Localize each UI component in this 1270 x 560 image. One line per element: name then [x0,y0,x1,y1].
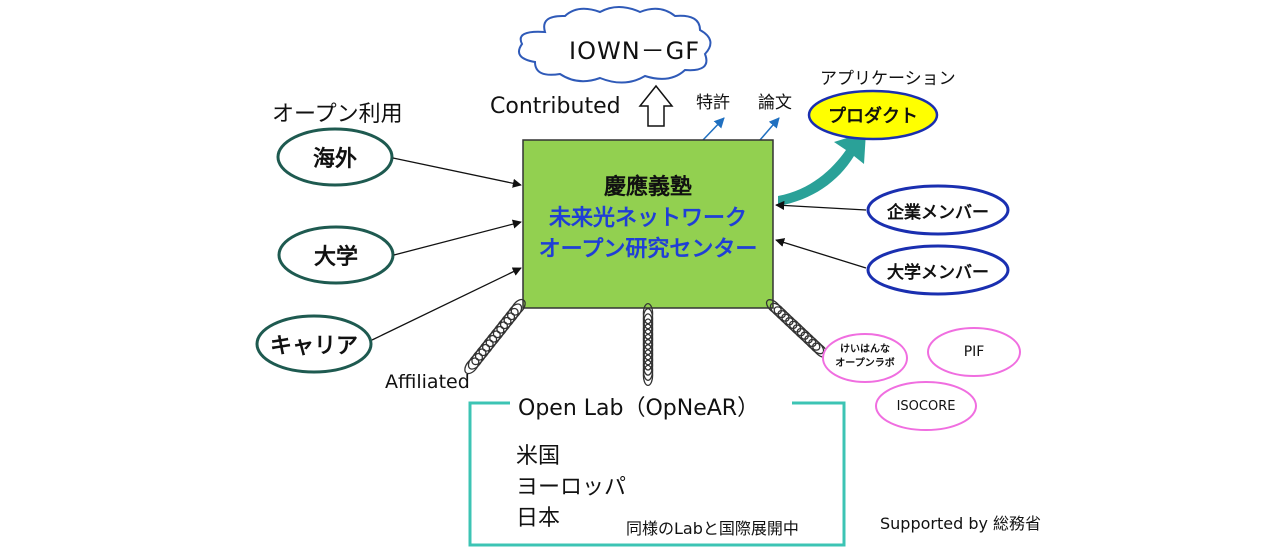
university-member-label: 大学メンバー [887,262,989,283]
paper-arrow [759,117,780,141]
contributed-arrow [638,84,674,127]
affiliated-label: Affiliated [385,371,470,393]
spring-right [765,299,829,358]
keihanna-label-line2: オープンラボ [835,358,895,369]
corporate-member-arrow [775,200,867,211]
spring-left [464,298,526,375]
spring-coil [773,306,790,322]
open-lab-title: Open Lab（OpNeAR） [518,396,760,421]
spring-coil [781,313,798,330]
product-label: プロダクト [828,106,918,127]
center-line2: 未来光ネットワーク [548,206,747,231]
spring-coil [796,327,813,344]
application-caption: アプリケーション [820,69,956,89]
open-lab-note: 同様のLabと国際展開中 [626,519,799,538]
spring-coil [478,339,494,357]
spring-coil [496,316,512,334]
contributed-label: Contributed [490,94,621,119]
patent-label: 特許 [696,93,730,113]
open-use-caption: オープン利用 [272,102,403,127]
spring-coil [471,348,487,366]
spring-coil [499,312,516,330]
region-japan: 日本 [516,506,561,531]
pif-oval [927,327,1021,377]
supported-label: Supported by 総務省 [880,514,1042,533]
university-label: 大学 [313,245,358,270]
region-europe: ヨーロッパ [516,475,627,500]
spring-coil [785,317,802,333]
keihanna-oval [822,333,908,383]
keihanna-label: けいはんな オープンラボ [823,343,907,371]
university-member-oval [866,244,1010,296]
spring-coil [507,303,523,321]
center-line3: オープン研究センター [538,237,758,262]
spring-coil [510,298,526,316]
isocore-oval [875,381,977,431]
spring-coil [765,299,782,315]
paper-label: 論文 [758,93,792,113]
spring-coil [777,309,794,326]
center-line1: 慶應義塾 [603,175,692,200]
cloud-label: IOWN－GF [569,37,701,65]
center-box [522,139,774,309]
spring-coil [485,330,501,348]
university-oval [277,225,395,285]
spring-coil [792,324,809,340]
open-lab-box [468,401,846,547]
open-lab-regions: 米国 ヨーロッパ 日本 [516,441,626,534]
spring-coil [769,302,786,319]
spring-coil [482,334,498,352]
center-title: 慶應義塾 未来光ネットワーク オープン研究センター [523,172,773,265]
region-us: 米国 [516,444,561,469]
carrier-oval [255,314,373,374]
spring-coil [474,343,491,361]
spring-coil [808,338,825,355]
isocore-label: ISOCORE [896,398,956,414]
spring-coil [789,320,805,337]
pif-label: PIF [963,344,985,360]
spring-coil [804,335,821,351]
corporate-member-label: 企業メンバー [887,202,989,223]
product-arrow [778,132,866,206]
spring-coil [503,307,519,325]
corporate-member-oval [866,184,1010,236]
university-arrow [393,219,522,256]
spring-coil [464,357,480,375]
overseas-oval [276,127,394,187]
overseas-arrow [392,157,522,188]
product-oval [807,89,939,141]
spring-coil [467,352,483,370]
overseas-label: 海外 [312,147,357,172]
spring-center [642,302,654,387]
university-member-arrow [775,238,867,269]
spring-coil [800,331,817,348]
spring-coil [492,321,508,339]
spring-coil [642,364,654,387]
patent-arrow [702,117,725,141]
carrier-arrow [371,267,522,341]
keihanna-label-line1: けいはんな [840,344,890,355]
cloud-shape [518,6,712,84]
carrier-label: キャリア [269,334,358,359]
spring-coil [489,325,505,343]
